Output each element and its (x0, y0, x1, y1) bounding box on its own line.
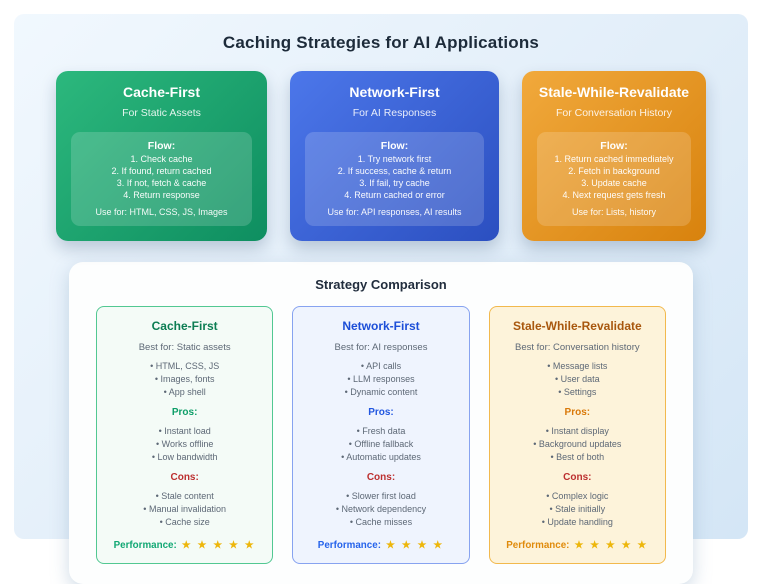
comparison-card-title: Stale-While-Revalidate (512, 319, 642, 333)
strategy-card-subtitle: For Conversation History (555, 107, 673, 119)
performance-label: Performance: (506, 540, 570, 551)
pro-item: Automatic updates (297, 451, 464, 464)
flow-step: 3. If not, fetch & cache (116, 178, 207, 188)
flow-step: 4. Return response (123, 190, 200, 200)
performance-row: Performance: ★ ★ ★ ★ (297, 540, 464, 551)
strategy-card-title: Stale-While-Revalidate (538, 84, 690, 100)
feature-item: LLM responses (297, 373, 464, 386)
feature-item: Dynamic content (297, 386, 464, 399)
use-for-note: Use for: Lists, history (571, 207, 657, 217)
pros-list: Instant load Works offline Low bandwidth (101, 425, 268, 464)
infographic-background: Caching Strategies for AI Applications C… (14, 14, 748, 584)
flow-box: Flow: 1. Check cache 2. If found, return… (71, 132, 252, 226)
flow-step: 1. Try network first (357, 154, 432, 164)
feature-list: API calls LLM responses Dynamic content (297, 360, 464, 399)
con-item: Stale content (101, 490, 268, 503)
best-for-text: Best for: AI responses (334, 342, 428, 353)
feature-item: API calls (297, 360, 464, 373)
pro-item: Offline fallback (297, 438, 464, 451)
strategy-card-subtitle: For AI Responses (352, 107, 437, 119)
flow-step: 1. Return cached immediately (554, 154, 674, 164)
feature-item: Settings (494, 386, 661, 399)
con-item: Network dependency (297, 503, 464, 516)
comparison-card-network-first: Network-First Best for: AI responses API… (292, 306, 470, 564)
comparison-card-cache-first: Cache-First Best for: Static assets HTML… (96, 306, 274, 564)
cons-heading: Cons: (366, 472, 396, 483)
pro-item: Background updates (494, 438, 661, 451)
comparison-card-title: Cache-First (151, 319, 218, 333)
flow-heading: Flow: (147, 140, 176, 152)
use-for-note: Use for: API responses, AI results (327, 207, 462, 217)
flow-heading: Flow: (600, 140, 628, 152)
strategy-card-title: Network-First (349, 84, 440, 100)
flow-heading: Flow: (380, 140, 409, 152)
pros-list: Fresh data Offline fallback Automatic up… (297, 425, 464, 464)
comparison-card-stale-while-revalidate: Stale-While-Revalidate Best for: Convers… (488, 306, 666, 564)
flow-box: Flow: 1. Try network first 2. If success… (305, 132, 484, 226)
performance-stars: ★ ★ ★ ★ ★ (574, 540, 649, 551)
comparison-card-title: Network-First (342, 319, 420, 333)
flow-step: 2. If success, cache & return (337, 166, 452, 176)
use-for-note: Use for: HTML, CSS, JS, Images (95, 207, 228, 217)
pros-list: Instant display Background updates Best … (494, 425, 661, 464)
pro-item: Instant display (494, 425, 661, 438)
performance-label: Performance: (317, 540, 381, 551)
comparison-cards-row: Cache-First Best for: Static assets HTML… (96, 306, 666, 584)
feature-item: HTML, CSS, JS (101, 360, 268, 373)
strategy-card-title: Cache-First (122, 84, 201, 100)
con-item: Complex logic (494, 490, 661, 503)
best-for-text: Best for: Conversation history (515, 342, 640, 353)
performance-stars: ★ ★ ★ ★ (385, 540, 445, 551)
flow-step: 4. Next request gets fresh (562, 190, 666, 200)
performance-label: Performance: (113, 540, 177, 551)
feature-item: App shell (101, 386, 268, 399)
cons-heading: Cons: (563, 472, 592, 483)
flow-step: 2. If found, return cached (111, 166, 212, 176)
con-item: Cache size (101, 516, 268, 529)
strategy-cards-row: Cache-First For Static Assets Flow: 1. C… (14, 71, 748, 241)
strategy-card-network-first: Network-First For AI Responses Flow: 1. … (290, 71, 499, 241)
con-item: Slower first load (297, 490, 464, 503)
pros-heading: Pros: (171, 407, 198, 418)
feature-item: User data (494, 373, 661, 386)
pro-item: Low bandwidth (101, 451, 268, 464)
feature-list: HTML, CSS, JS Images, fonts App shell (101, 360, 268, 399)
pro-item: Best of both (494, 451, 661, 464)
flow-step: 3. Update cache (581, 178, 647, 188)
flow-box: Flow: 1. Return cached immediately 2. Fe… (537, 132, 691, 226)
best-for-text: Best for: Static assets (138, 342, 231, 353)
feature-item: Message lists (494, 360, 661, 373)
flow-step: 1. Check cache (130, 154, 193, 164)
feature-list: Message lists User data Settings (494, 360, 661, 399)
cons-list: Complex logic Stale initially Update han… (494, 490, 661, 529)
con-item: Stale initially (494, 503, 661, 516)
cons-list: Stale content Manual invalidation Cache … (101, 490, 268, 529)
strategy-card-subtitle: For Static Assets (122, 107, 201, 119)
feature-item: Images, fonts (101, 373, 268, 386)
pro-item: Fresh data (297, 425, 464, 438)
cons-list: Slower first load Network dependency Cac… (297, 490, 464, 529)
flow-step: 2. Fetch in background (568, 166, 660, 176)
pros-heading: Pros: (368, 407, 394, 418)
performance-stars: ★ ★ ★ ★ ★ (181, 540, 256, 551)
comparison-title: Strategy Comparison (315, 277, 447, 292)
flow-step: 3. If fail, try cache (359, 178, 430, 188)
strategy-comparison-panel: Strategy Comparison Cache-First Best for… (69, 262, 693, 584)
performance-row: Performance: ★ ★ ★ ★ ★ (101, 540, 268, 551)
con-item: Manual invalidation (101, 503, 268, 516)
flow-step: 4. Return cached or error (344, 190, 445, 200)
performance-row: Performance: ★ ★ ★ ★ ★ (494, 540, 661, 551)
con-item: Cache misses (297, 516, 464, 529)
strategy-card-cache-first: Cache-First For Static Assets Flow: 1. C… (56, 71, 267, 241)
pros-heading: Pros: (564, 407, 591, 418)
page-title: Caching Strategies for AI Applications (222, 33, 540, 52)
cons-heading: Cons: (170, 472, 199, 483)
pro-item: Instant load (101, 425, 268, 438)
strategy-card-stale-while-revalidate: Stale-While-Revalidate For Conversation … (522, 71, 706, 241)
pro-item: Works offline (101, 438, 268, 451)
con-item: Update handling (494, 516, 661, 529)
